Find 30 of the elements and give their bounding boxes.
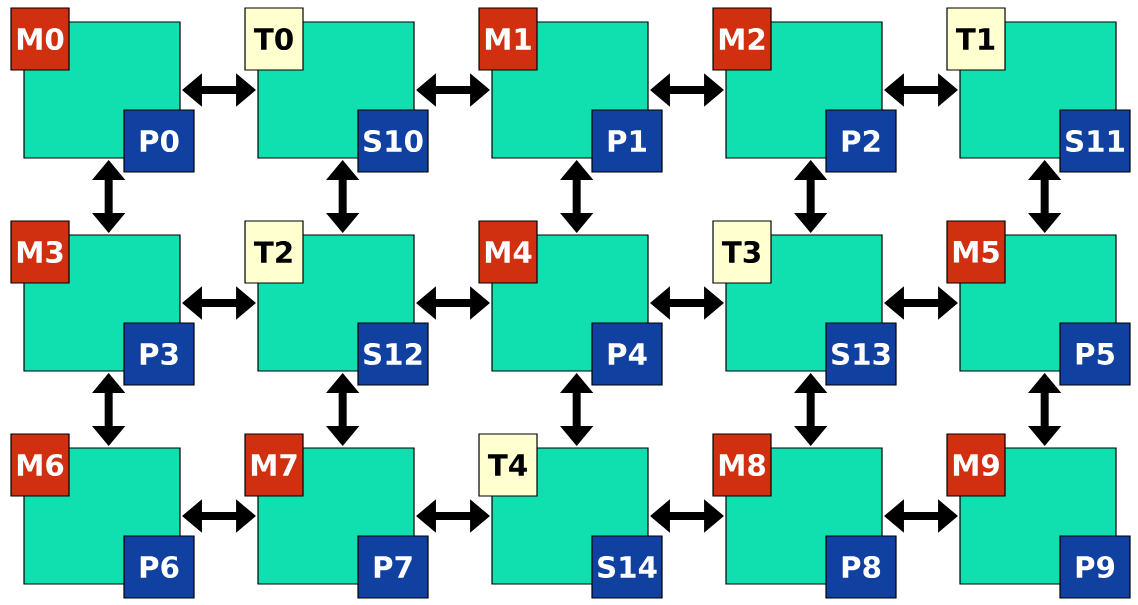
tag-box: P5 xyxy=(1059,322,1131,386)
tag-box: P7 xyxy=(357,535,429,599)
tag-box: T2 xyxy=(244,220,304,284)
tag-box: M4 xyxy=(478,220,538,284)
tag-box: S12 xyxy=(357,322,429,386)
tag-box: T0 xyxy=(244,7,304,71)
tag-box: P3 xyxy=(123,322,195,386)
tag-box: P6 xyxy=(123,535,195,599)
tag-box: T4 xyxy=(478,433,538,497)
tag-box: M6 xyxy=(10,433,70,497)
tag-box: P9 xyxy=(1059,535,1131,599)
tag-box: T1 xyxy=(946,7,1006,71)
tag-box: M0 xyxy=(10,7,70,71)
tag-box: S13 xyxy=(825,322,897,386)
tag-box: M3 xyxy=(10,220,70,284)
tag-box: T3 xyxy=(712,220,772,284)
tag-box: M9 xyxy=(946,433,1006,497)
tag-box: M5 xyxy=(946,220,1006,284)
tag-box: M8 xyxy=(712,433,772,497)
tag-box: S10 xyxy=(357,109,429,173)
tag-box: P2 xyxy=(825,109,897,173)
tag-box: P1 xyxy=(591,109,663,173)
tag-box: S11 xyxy=(1059,109,1131,173)
tag-box: P4 xyxy=(591,322,663,386)
tag-box: M2 xyxy=(712,7,772,71)
tag-box: S14 xyxy=(591,535,663,599)
tag-box: M7 xyxy=(244,433,304,497)
tag-box: P8 xyxy=(825,535,897,599)
tag-box: M1 xyxy=(478,7,538,71)
tag-box: P0 xyxy=(123,109,195,173)
